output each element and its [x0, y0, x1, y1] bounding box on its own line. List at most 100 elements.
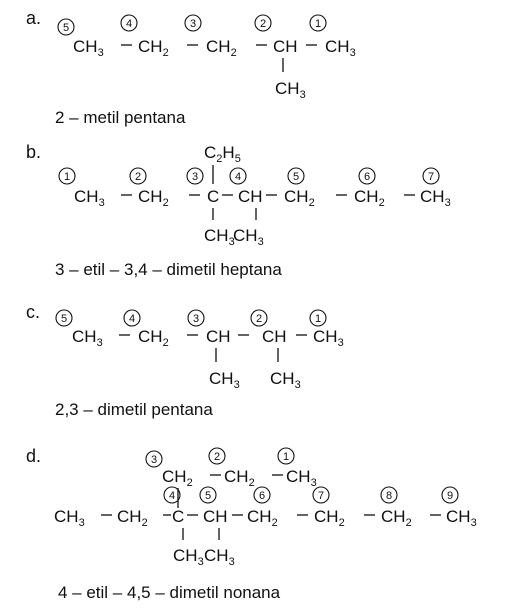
position-number: 5	[205, 490, 211, 502]
position-circle	[253, 486, 271, 504]
carbon-group: CH3	[446, 507, 477, 529]
ethyl-branch: C2H5	[204, 143, 241, 165]
carbon-group: CH2	[381, 507, 412, 529]
carbon-group: CH2	[224, 467, 255, 489]
carbon-group: CH	[262, 327, 287, 346]
item-c: c. 5 4 3 2 1 CH3 CH2 CH CH CH3 CH3 CH3 2…	[26, 302, 344, 419]
position-number: 2	[135, 171, 141, 183]
carbon-group: CH3	[74, 187, 105, 209]
carbon-group: CH3	[73, 37, 104, 59]
position-number: 2	[260, 18, 266, 30]
item-d: d. 3 2 1 CH2 CH2 CH3 4 5 6 7 8 9 CH3 CH2…	[26, 446, 477, 602]
carbon-group: CH	[206, 327, 231, 346]
position-number: 2	[214, 451, 220, 463]
position-number: 7	[428, 171, 434, 183]
compound-name: 2,3 – dimetil pentana	[55, 400, 213, 419]
position-number: 1	[315, 18, 321, 30]
position-circle	[254, 14, 272, 32]
carbon-group: CH3	[286, 467, 317, 489]
carbon-group: C	[172, 507, 184, 526]
carbon-group: CH	[238, 187, 263, 206]
position-circle	[208, 447, 226, 465]
position-circle	[380, 486, 398, 504]
position-circle	[186, 167, 204, 185]
carbon-group: CH2	[314, 507, 345, 529]
item-label: c.	[26, 302, 40, 322]
position-number: 6	[259, 490, 265, 502]
carbon-group: C	[207, 187, 219, 206]
position-circle	[277, 447, 295, 465]
item-b: b. C2H5 1 2 3 4 5 6 7 CH3 CH2 C CH CH2 C…	[26, 142, 451, 279]
carbon-group: CH3	[54, 507, 85, 529]
carbon-group: CH2	[247, 507, 278, 529]
item-label: d.	[26, 446, 41, 466]
position-circle	[123, 309, 141, 327]
position-circle	[187, 309, 205, 327]
compound-name: 2 – metil pentana	[55, 108, 186, 127]
carbon-group: CH2	[284, 187, 315, 209]
position-number: 4	[126, 18, 132, 30]
position-circle	[358, 167, 376, 185]
carbon-group: CH2	[138, 187, 169, 209]
compound-name: 3 – etil – 3,4 – dimetil heptana	[55, 260, 282, 279]
position-circle	[184, 14, 202, 32]
position-circle	[422, 167, 440, 185]
carbon-group: CH3	[313, 327, 344, 349]
position-number: 4	[129, 313, 135, 325]
methyl-branch: CH3	[204, 546, 235, 568]
position-number: 8	[386, 490, 392, 502]
carbon-group: CH2	[138, 37, 169, 59]
methyl-branch: CH3	[275, 79, 306, 101]
position-number: 5	[63, 22, 69, 34]
position-number: 2	[256, 313, 262, 325]
position-number: 3	[192, 171, 198, 183]
item-a: a. 5 4 3 2 1 CH3 CH2 CH2 CH CH3 CH3 2 – …	[26, 8, 356, 127]
carbon-group: CH3	[420, 187, 451, 209]
position-circle	[199, 486, 217, 504]
position-circle	[57, 18, 75, 36]
methyl-branch: CH3	[270, 369, 301, 391]
position-number: 3	[151, 454, 157, 466]
carbon-group: CH2	[354, 187, 385, 209]
position-circle	[309, 14, 327, 32]
position-number: 7	[318, 490, 324, 502]
methyl-branch: CH3	[173, 546, 204, 568]
position-circle	[55, 309, 73, 327]
position-circle	[309, 309, 327, 327]
carbon-group: CH	[203, 507, 228, 526]
carbon-group: CH2	[162, 467, 193, 489]
compound-name: 4 – etil – 4,5 – dimetil nonana	[58, 583, 281, 602]
position-number: 4	[169, 490, 175, 502]
position-circle	[120, 14, 138, 32]
position-number: 4	[235, 171, 241, 183]
carbon-group: CH2	[117, 507, 148, 529]
position-circle	[229, 167, 247, 185]
position-circle	[287, 167, 305, 185]
position-number: 6	[364, 171, 370, 183]
position-circle	[250, 309, 268, 327]
position-number: 5	[61, 313, 67, 325]
position-circle	[145, 450, 163, 468]
position-number: 9	[447, 490, 453, 502]
position-circle	[163, 486, 181, 504]
position-number: 1	[315, 313, 321, 325]
position-circle	[129, 167, 147, 185]
item-label: b.	[26, 142, 41, 162]
position-number: 1	[64, 171, 70, 183]
position-number: 1	[283, 451, 289, 463]
carbon-group: CH2	[206, 37, 237, 59]
position-number: 3	[190, 18, 196, 30]
methyl-branch: CH3	[204, 226, 235, 248]
position-number: 3	[193, 313, 199, 325]
carbon-group: CH3	[325, 37, 356, 59]
methyl-branch: CH3	[233, 226, 264, 248]
position-circle	[58, 167, 76, 185]
carbon-group: CH2	[138, 327, 169, 349]
item-label: a.	[26, 8, 41, 28]
position-circle	[312, 486, 330, 504]
position-number: 5	[293, 171, 299, 183]
carbon-group: CH3	[72, 327, 103, 349]
position-circle	[441, 486, 459, 504]
carbon-group: CH	[273, 37, 298, 56]
